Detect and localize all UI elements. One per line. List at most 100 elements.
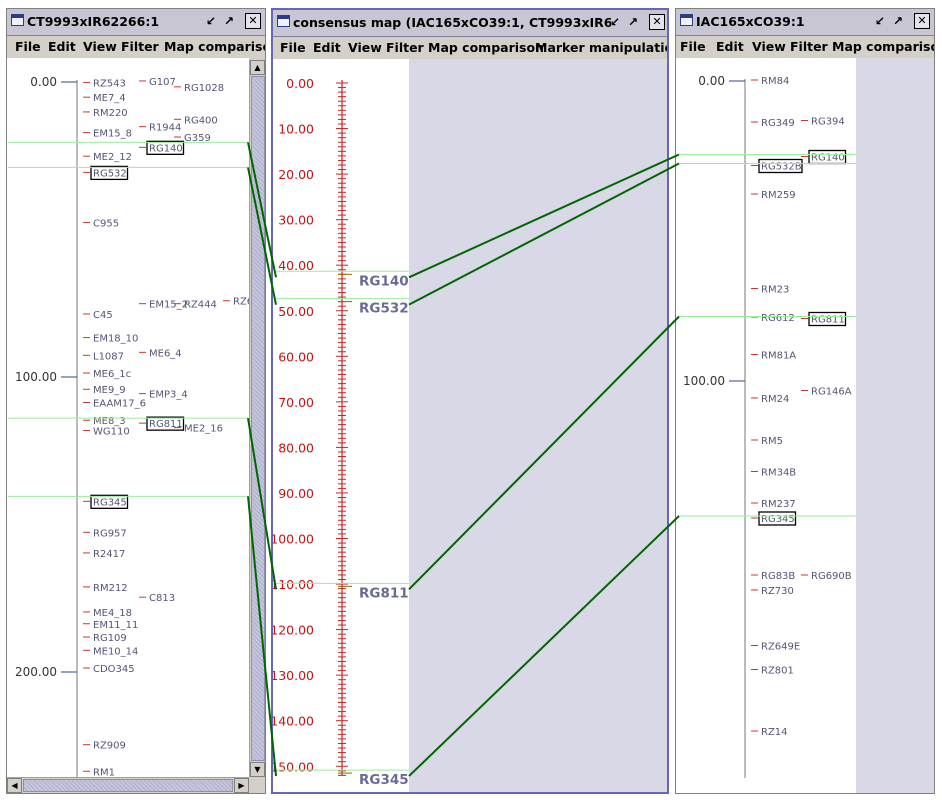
consensus-scale-label: 110.00	[273, 577, 314, 592]
marker-me10-14: ME10_14	[93, 646, 138, 657]
left-window-titlebar[interactable]: CT9993xIR62266:1 ↙ ↗ ✕	[7, 9, 265, 36]
close-icon[interactable]: ✕	[649, 14, 665, 30]
menu-file[interactable]: File	[680, 39, 706, 54]
consensus-marker-rg140: RG140	[359, 273, 409, 289]
minimize-icon[interactable]: ↙	[205, 14, 217, 28]
menu-view[interactable]: View	[752, 39, 786, 54]
minimize-icon[interactable]: ↙	[874, 14, 886, 28]
menu-file[interactable]: File	[280, 40, 306, 55]
menu-view[interactable]: View	[83, 39, 117, 54]
minimize-icon[interactable]: ↙	[609, 15, 621, 29]
marker-me6-4: ME6_4	[149, 348, 182, 359]
marker-me2-12: ME2_12	[93, 152, 132, 163]
maximize-icon[interactable]: ↗	[892, 14, 904, 28]
right-menubar: File Edit View Filter Map comparison	[676, 36, 934, 58]
menu-map-comparison[interactable]: Map comparison	[832, 39, 934, 54]
marker-me4-18: ME4_18	[93, 608, 132, 619]
left-vertical-scrollbar[interactable]: ▲ ▼	[249, 60, 265, 777]
marker-rg690b: RG690B	[811, 571, 852, 582]
left-menubar: File Edit View Filter Map comparison	[7, 36, 265, 58]
consensus-scale-label: 10.00	[278, 122, 314, 137]
menu-filter[interactable]: Filter	[386, 40, 424, 55]
marker-r1944: R1944	[149, 123, 181, 134]
menu-marker-manipulations[interactable]: Marker manipulations	[535, 40, 667, 55]
menu-filter[interactable]: Filter	[121, 39, 159, 54]
menu-edit[interactable]: Edit	[48, 39, 76, 54]
consensus-scale-label: 20.00	[278, 167, 314, 182]
window-icon	[277, 15, 290, 27]
scroll-thumb[interactable]	[251, 76, 265, 761]
consensus-map-svg: 0.0010.0020.0030.0040.0050.0060.0070.008…	[273, 76, 409, 788]
marker-highlight-box	[90, 494, 129, 509]
scale-label: 100.00	[15, 370, 57, 384]
marker-rg400: RG400	[184, 115, 218, 126]
consensus-marker-rg811: RG811	[359, 585, 409, 601]
menu-filter[interactable]: Filter	[790, 39, 828, 54]
marker-rz14: RZ14	[761, 727, 788, 738]
marker-me9-9: ME9_9	[93, 385, 126, 396]
marker-c955: C955	[93, 219, 119, 230]
marker-highlight-box	[146, 140, 185, 155]
scroll-right-arrow-icon[interactable]: ▶	[234, 778, 249, 793]
right-window-titlebar[interactable]: IAC165xCO39:1 ↙ ↗ ✕	[676, 9, 934, 36]
marker-rg345: RG345	[761, 514, 795, 525]
menu-view[interactable]: View	[348, 40, 382, 55]
marker-em15-8: EM15_8	[93, 129, 132, 140]
marker-emp3-4: EMP3_4	[149, 390, 188, 401]
menu-edit[interactable]: Edit	[313, 40, 341, 55]
close-icon[interactable]: ✕	[245, 13, 261, 29]
left-map-window[interactable]: CT9993xIR62266:1 ↙ ↗ ✕ File Edit View Fi…	[6, 8, 266, 794]
consensus-scale-label: 50.00	[278, 304, 314, 319]
consensus-scale-label: 100.00	[273, 532, 314, 547]
menu-map-comparison[interactable]: Map comparison	[164, 39, 265, 54]
marker-em18-10: EM18_10	[93, 334, 138, 345]
marker-highlight-box	[758, 511, 797, 526]
consensus-scale-label: 140.00	[273, 714, 314, 729]
consensus-window-titlebar[interactable]: consensus map (IAC165xCO39:1, CT9993xIR6…	[273, 10, 667, 37]
marker-rg83b: RG83B	[761, 571, 795, 582]
right-window-title: IAC165xCO39:1	[696, 14, 805, 29]
close-icon[interactable]: ✕	[914, 13, 930, 29]
consensus-map-window[interactable]: consensus map (IAC165xCO39:1, CT9993xIR6…	[271, 8, 669, 794]
marker-highlight-box	[758, 158, 803, 174]
maximize-icon[interactable]: ↗	[627, 15, 639, 29]
scroll-thumb[interactable]	[23, 779, 233, 792]
marker-highlight-box	[90, 165, 129, 181]
marker-rm23: RM23	[761, 285, 789, 296]
marker-rg349: RG349	[761, 118, 795, 129]
marker-rm24: RM24	[761, 394, 789, 405]
marker-em11-11: EM11_11	[93, 620, 138, 631]
marker-rz444: RZ444	[184, 300, 217, 311]
marker-rg394: RG394	[811, 117, 845, 128]
consensus-scale-label: 30.00	[278, 213, 314, 228]
marker-rg146a: RG146A	[811, 387, 852, 398]
menu-map-comparison[interactable]: Map comparison	[428, 40, 544, 55]
marker-rg140: RG140	[811, 153, 845, 164]
marker-rm1: RM1	[93, 767, 115, 777]
right-lane-background	[856, 58, 934, 793]
menu-edit[interactable]: Edit	[716, 39, 744, 54]
marker-rm34b: RM34B	[761, 468, 796, 479]
left-horizontal-scrollbar[interactable]: ◀ ▶	[7, 777, 249, 793]
marker-rm237: RM237	[761, 499, 796, 510]
marker-me6-1c: ME6_1c	[93, 369, 131, 380]
scroll-left-arrow-icon[interactable]: ◀	[7, 778, 22, 793]
window-icon	[680, 14, 693, 26]
marker-rm212: RM212	[93, 583, 128, 594]
marker-eaam17-6: EAAM17_6	[93, 399, 146, 410]
scroll-up-arrow-icon[interactable]: ▲	[250, 60, 265, 75]
marker-cdo345: CDO345	[93, 664, 135, 675]
marker-highlight-box	[808, 311, 847, 327]
right-map-window[interactable]: IAC165xCO39:1 ↙ ↗ ✕ File Edit View Filte…	[675, 8, 935, 794]
maximize-icon[interactable]: ↗	[223, 14, 235, 28]
menu-file[interactable]: File	[15, 39, 41, 54]
scroll-down-arrow-icon[interactable]: ▼	[250, 762, 265, 777]
marker-rg811: RG811	[811, 315, 845, 326]
marker-wg110: WG110	[93, 427, 130, 438]
marker-rz6: RZ6	[233, 297, 249, 308]
marker-rg811: RG811	[149, 419, 183, 430]
